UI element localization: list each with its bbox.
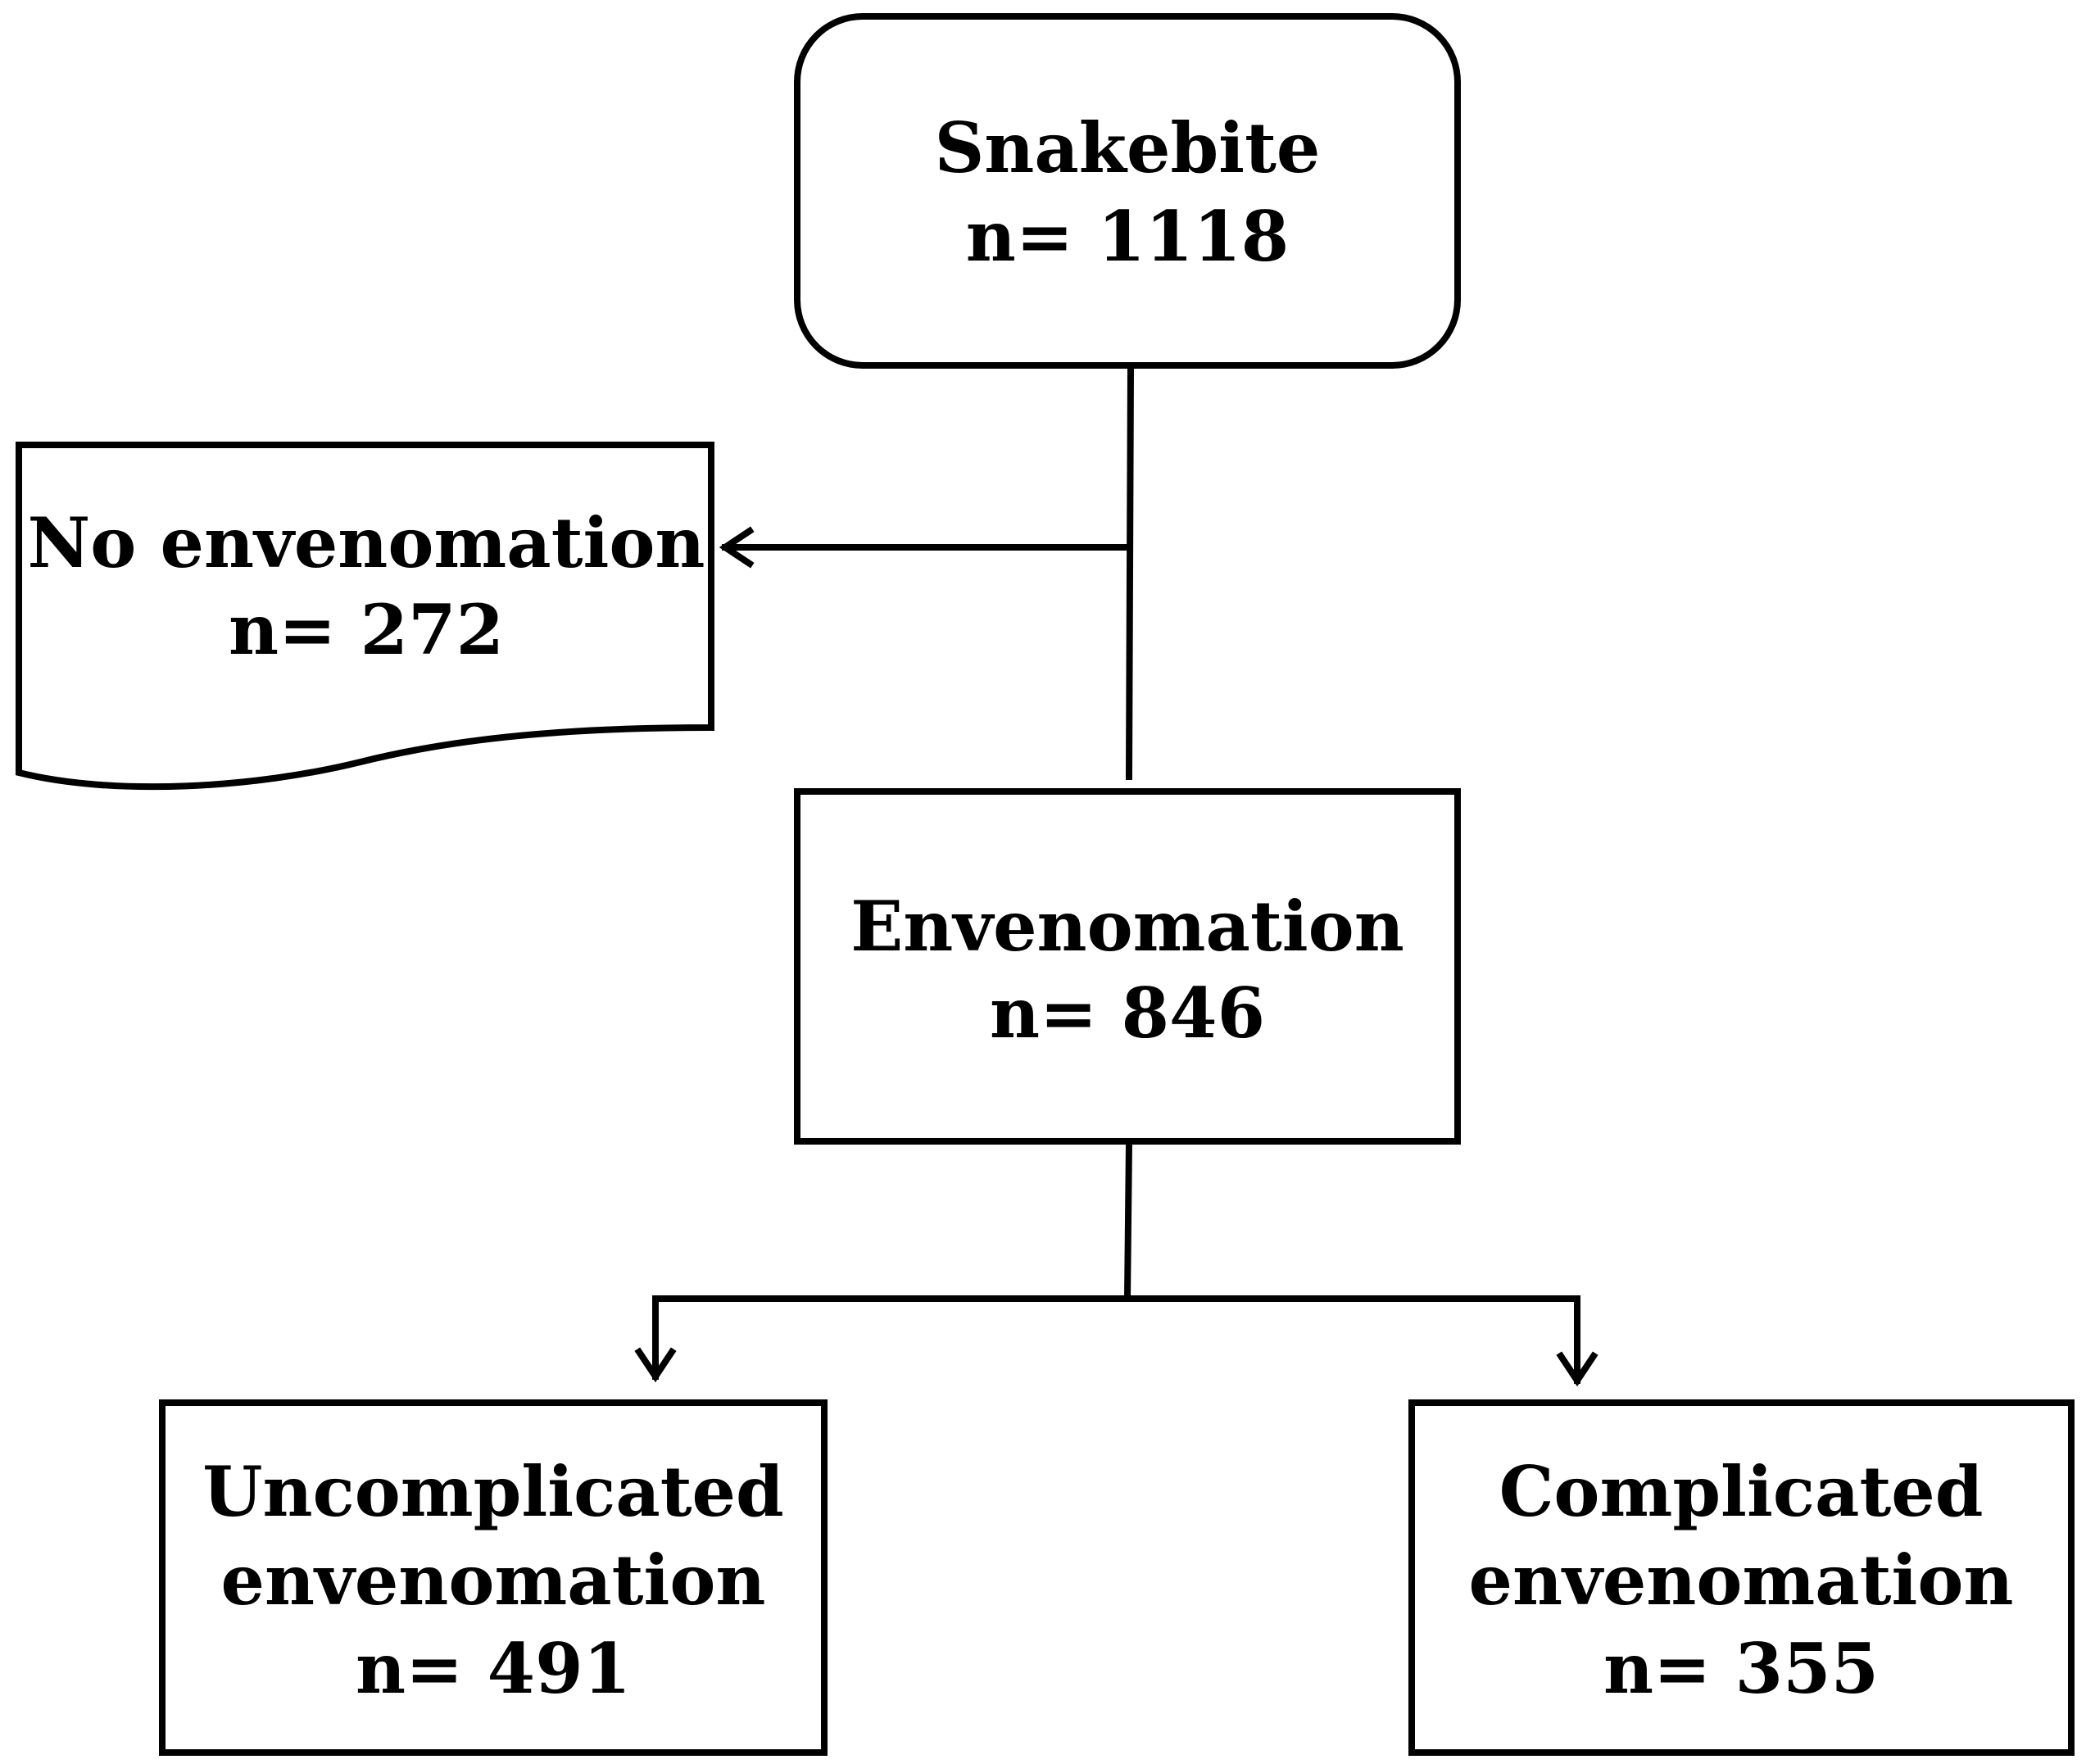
node-uncomplicated-label-line1: Uncomplicated xyxy=(202,1451,784,1532)
edge-snakebite-to-envenomation xyxy=(1125,363,1135,781)
node-complicated-envenomation: Complicated envenomation n= 355 xyxy=(1408,1399,2075,1756)
node-snakebite-count: n= 1118 xyxy=(966,196,1290,277)
node-envenomation-label: Envenomation xyxy=(850,886,1404,967)
node-uncomplicated-box xyxy=(159,1399,828,1756)
node-snakebite-box xyxy=(794,13,1461,369)
node-complicated-count: n= 355 xyxy=(1603,1628,1879,1709)
arrowhead-no-envenomation xyxy=(719,526,755,569)
node-uncomplicated-envenomation: Uncomplicated envenomation n= 491 xyxy=(159,1399,828,1756)
node-envenomation: Envenomation n= 846 xyxy=(794,788,1461,1145)
node-no-envenomation-label: No envenomation xyxy=(27,502,705,583)
node-envenomation-box xyxy=(794,788,1461,1145)
node-complicated-label-line1: Complicated xyxy=(1499,1451,1984,1532)
node-snakebite: Snakebite n= 1118 xyxy=(794,13,1461,369)
connectors xyxy=(634,363,1599,1387)
node-envenomation-count: n= 846 xyxy=(990,973,1265,1054)
node-complicated-label-line2: envenomation xyxy=(1469,1540,2014,1621)
node-no-envenomation-count: n= 272 xyxy=(229,589,504,670)
edge-envenomation-down xyxy=(1123,1139,1133,1303)
node-no-envenomation: No envenomation n= 272 xyxy=(16,442,714,791)
arrowhead-uncomplicated xyxy=(634,1347,677,1383)
node-complicated-box xyxy=(1408,1399,2075,1756)
arrowhead-complicated xyxy=(1556,1351,1599,1387)
node-no-envenomation-box xyxy=(16,442,714,791)
node-snakebite-label: Snakebite xyxy=(935,107,1321,188)
node-uncomplicated-label-line2: envenomation xyxy=(221,1540,766,1621)
node-uncomplicated-count: n= 491 xyxy=(356,1628,631,1709)
